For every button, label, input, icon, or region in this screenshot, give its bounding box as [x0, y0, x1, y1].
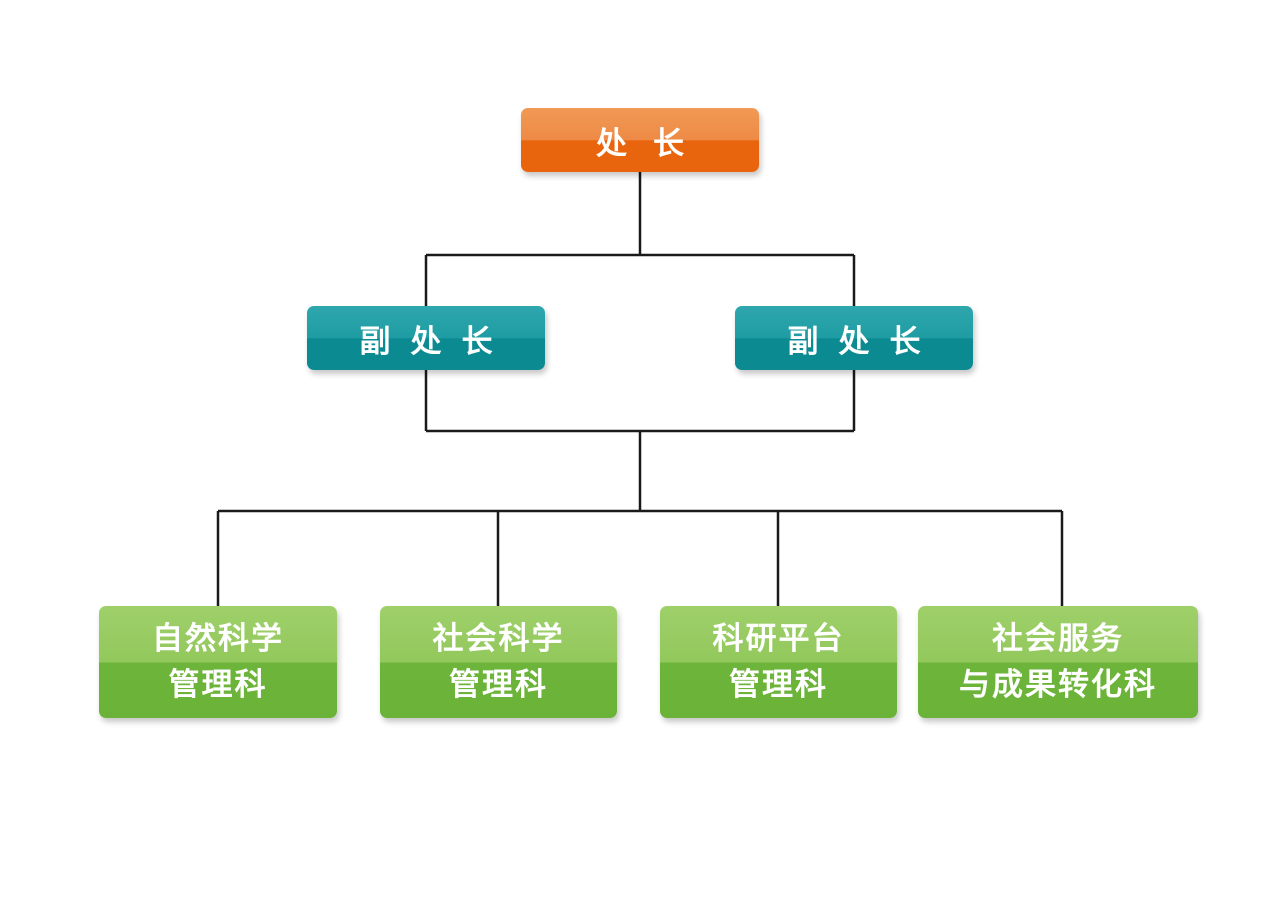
department-label-line2: 与成果转化科 [959, 667, 1157, 703]
department-label-line2: 管理科 [729, 667, 828, 703]
department-box-social-service: 社会服务 与成果转化科 [918, 606, 1198, 718]
deputy-director-label: 副处长 [359, 323, 513, 360]
department-label-line2: 管理科 [168, 667, 268, 703]
department-box-social-science: 社会科学 管理科 [380, 606, 617, 718]
department-box-research-platform: 科研平台 管理科 [660, 606, 897, 718]
department-label-line1: 科研平台 [712, 621, 845, 657]
director-box: 处长 [521, 108, 759, 172]
director-label: 处长 [596, 125, 710, 162]
department-label-line1: 社会服务 [992, 621, 1124, 657]
department-label-line1: 自然科学 [152, 621, 284, 657]
department-label-line2: 管理科 [449, 667, 548, 703]
deputy-director-label: 副处长 [787, 323, 941, 360]
department-box-natural-science: 自然科学 管理科 [99, 606, 337, 718]
deputy-director-box-left: 副处长 [307, 306, 545, 370]
deputy-director-box-right: 副处长 [735, 306, 973, 370]
department-label-line1: 社会科学 [432, 621, 565, 657]
